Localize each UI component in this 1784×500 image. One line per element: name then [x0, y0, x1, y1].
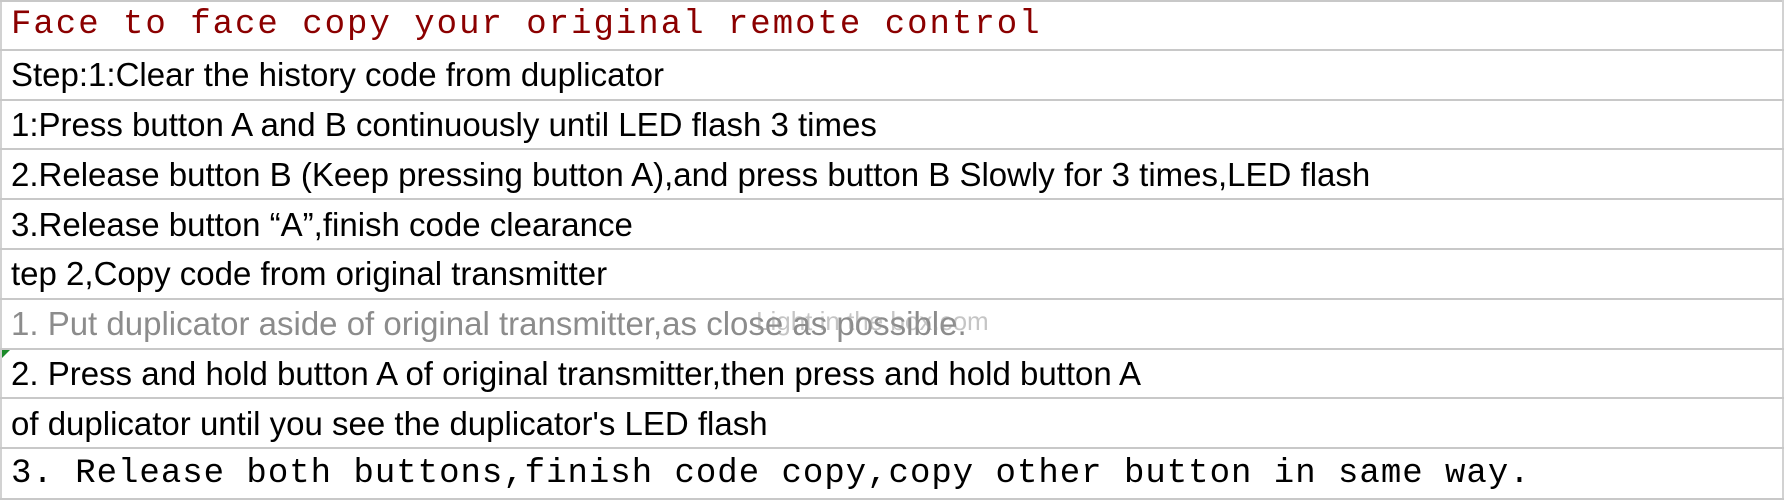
step1-item-3[interactable]: 3.Release button “A”,finish code clearan… [0, 198, 1784, 250]
sheet-row: 1. Put duplicator aside of original tran… [0, 297, 1784, 350]
step2-item-2-continued[interactable]: of duplicator until you see the duplicat… [0, 397, 1784, 450]
sheet-row: 3. Release both buttons,finish code copy… [0, 447, 1784, 500]
cell-comment-marker-icon [2, 350, 10, 358]
step1-item-1[interactable]: 1:Press button A and B continuously unti… [0, 98, 1784, 151]
sheet-row: Face to face copy your original remote c… [0, 0, 1784, 51]
sheet-row: 3.Release button “A”,finish code clearan… [0, 198, 1784, 250]
sheet-row: Step:1:Clear the history code from dupli… [0, 48, 1784, 101]
sheet-title[interactable]: Face to face copy your original remote c… [0, 0, 1784, 51]
step2-item-1[interactable]: 1. Put duplicator aside of original tran… [0, 297, 1784, 350]
sheet-row: 1:Press button A and B continuously unti… [0, 98, 1784, 151]
step2-item-3[interactable]: 3. Release both buttons,finish code copy… [0, 447, 1784, 500]
sheet-row: of duplicator until you see the duplicat… [0, 397, 1784, 450]
step1-heading[interactable]: Step:1:Clear the history code from dupli… [0, 48, 1784, 101]
step2-item-2[interactable]: 2. Press and hold button A of original t… [0, 347, 1784, 400]
step1-item-2[interactable]: 2.Release button B (Keep pressing button… [0, 148, 1784, 201]
sheet-row: tep 2,Copy code from original transmitte… [0, 247, 1784, 300]
sheet-row: 2.Release button B (Keep pressing button… [0, 148, 1784, 201]
sheet-row: 2. Press and hold button A of original t… [0, 347, 1784, 400]
step2-heading[interactable]: tep 2,Copy code from original transmitte… [0, 247, 1784, 300]
watermark: Light in the box.com [756, 306, 989, 336]
